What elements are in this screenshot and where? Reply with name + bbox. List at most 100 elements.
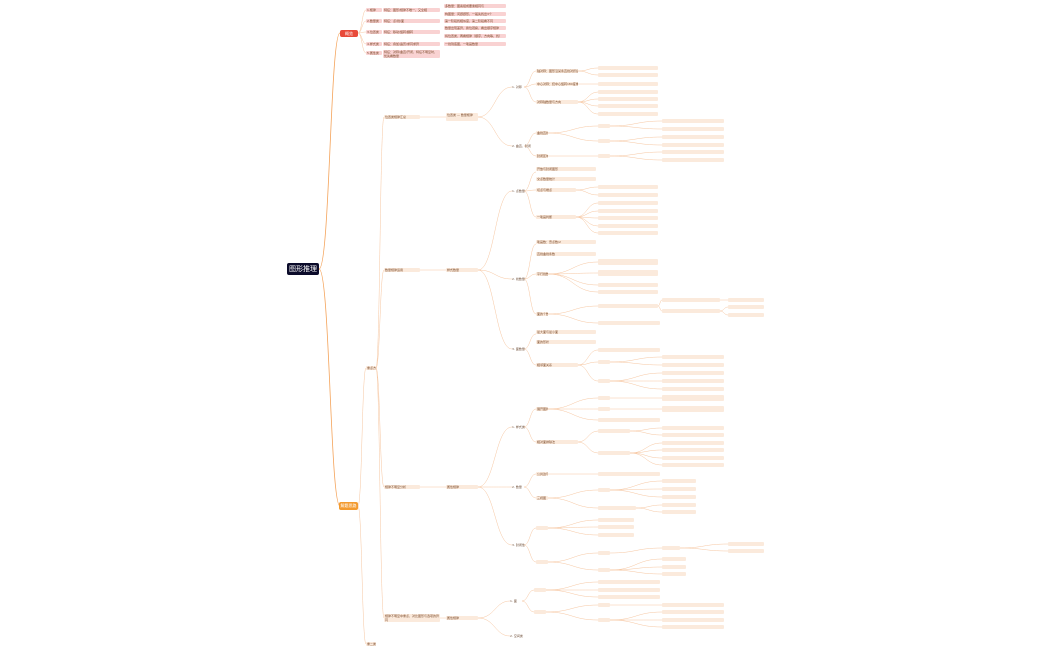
section-node[interactable]: 位置类规律汇总 bbox=[384, 115, 420, 119]
level2-label[interactable]: 3. 封闭性 bbox=[512, 543, 525, 547]
leaf-node-shape bbox=[598, 525, 634, 529]
leaf-node-shape bbox=[662, 406, 724, 412]
leaf-node-shape bbox=[728, 305, 764, 309]
level2-label[interactable]: 2. 空间类 bbox=[510, 634, 523, 638]
leaf-node-shape bbox=[662, 150, 724, 154]
section-node[interactable]: 重点方 bbox=[366, 366, 376, 370]
leaf-node-shape bbox=[598, 66, 658, 70]
leaf-node-shape bbox=[598, 139, 610, 143]
leaf-node-shape bbox=[598, 407, 610, 411]
leaf-node-shape bbox=[598, 618, 610, 622]
level2-label[interactable]: 2. 线数量 bbox=[512, 277, 525, 281]
leaf-node-shape bbox=[662, 363, 724, 367]
leaf-node-shape bbox=[598, 90, 658, 94]
leaf-node: 最大面与最小面 bbox=[536, 330, 596, 334]
leaf-node-shape bbox=[598, 73, 658, 77]
leaf-node-shape bbox=[598, 429, 630, 433]
leaf-node-shape bbox=[598, 290, 658, 294]
leaf-node-shape bbox=[662, 426, 724, 430]
leaf-node-shape bbox=[598, 154, 610, 158]
leaf-node-shape bbox=[534, 610, 546, 614]
leaf-node: 一笔画判断 bbox=[536, 215, 576, 219]
leaf-node-shape bbox=[662, 487, 696, 491]
solving-approach-node[interactable]: 解题思路 bbox=[339, 502, 358, 510]
leaf-node: 笔画数：奇点数/2 bbox=[536, 240, 596, 244]
level2-label[interactable]: 1. 样式类 bbox=[512, 425, 525, 429]
leaf-node-shape bbox=[662, 433, 724, 437]
leaf-node-shape bbox=[662, 625, 724, 629]
overview-row-desc: 特征：点/线/面 bbox=[383, 19, 440, 23]
leaf-node: 平行线数量 bbox=[536, 272, 548, 276]
leaf-node-shape bbox=[598, 533, 634, 537]
level2-label[interactable]: 1. 点数量 bbox=[512, 189, 525, 193]
level2-label[interactable]: 2. 曲直、封闭 bbox=[512, 144, 531, 148]
leaf-node-shape bbox=[598, 472, 660, 476]
leaf-node-shape bbox=[598, 588, 660, 592]
leaf-node-shape bbox=[536, 526, 548, 530]
leaf-node: 开放与封闭图形 bbox=[536, 167, 596, 171]
section-sub-node[interactable]: 属性规律 bbox=[446, 616, 478, 620]
section-sub-node[interactable]: 样式数量 bbox=[446, 268, 478, 272]
leaf-node-shape bbox=[534, 588, 546, 592]
leaf-node-shape bbox=[598, 360, 610, 364]
leaf-node: 中心对称：绕中心旋转180度重合 bbox=[536, 82, 578, 86]
leaf-node: 切点与端点 bbox=[536, 188, 576, 192]
section-node[interactable]: 数量规律运用 bbox=[384, 268, 420, 272]
section-sub-node[interactable]: 属性规律 bbox=[446, 485, 478, 489]
section-sub-node[interactable]: 位置类 — 数量规律 bbox=[446, 113, 478, 121]
leaf-node-shape bbox=[662, 379, 724, 383]
section-node[interactable]: 规律不明显中重点，对比图形与选项的异同 bbox=[384, 614, 440, 622]
leaf-node-shape bbox=[662, 441, 724, 445]
leaf-node-shape bbox=[598, 379, 610, 383]
leaf-node-shape bbox=[598, 193, 658, 197]
leaf-node-shape bbox=[598, 418, 660, 422]
overview-row-note: 数量出现差异，换位观察，看出顺序规律 bbox=[444, 26, 506, 30]
leaf-node-shape bbox=[598, 451, 630, 455]
leaf-node-shape bbox=[598, 209, 658, 213]
overview-row-desc: 特征：对称/曲直/开闭，特征不明显时，优先看数量 bbox=[383, 50, 440, 58]
leaf-node-shape bbox=[598, 224, 658, 228]
leaf-node: 公共边与公共点 bbox=[536, 472, 548, 476]
overview-row-label[interactable]: 2.数量类 bbox=[366, 19, 382, 23]
leaf-node-shape bbox=[598, 506, 636, 510]
leaf-node: 三视图 bbox=[536, 496, 548, 500]
footer-node[interactable]: 重二类 bbox=[366, 642, 376, 646]
leaf-node-shape bbox=[536, 560, 548, 564]
leaf-node-shape bbox=[728, 549, 764, 553]
level2-label[interactable]: 2. 数量 bbox=[512, 485, 522, 489]
leaf-node-shape bbox=[662, 510, 696, 514]
overview-node[interactable]: 概览 bbox=[340, 30, 358, 37]
leaf-node: 交点数量统计 bbox=[536, 177, 596, 181]
leaf-node-shape bbox=[662, 557, 686, 561]
leaf-node-shape bbox=[598, 231, 658, 235]
leaf-node: 封闭区域数量 bbox=[536, 154, 548, 158]
leaf-node-shape bbox=[662, 565, 686, 569]
overview-row-desc: 特征：图形/规律不唯一，又全相 bbox=[383, 8, 440, 12]
level2-label[interactable]: 1. 面 bbox=[510, 599, 517, 603]
overview-row-label[interactable]: 4.样式类 bbox=[366, 42, 382, 46]
level2-label[interactable]: 3. 面数量 bbox=[512, 347, 525, 351]
leaf-node-shape bbox=[662, 158, 724, 162]
leaf-node-shape bbox=[598, 488, 610, 492]
leaf-node-shape bbox=[598, 259, 658, 265]
leaf-node: 相对面排除法 bbox=[536, 440, 578, 444]
overview-row-label[interactable]: 5.属性类 bbox=[366, 51, 382, 55]
leaf-node-shape bbox=[598, 348, 660, 352]
leaf-node-shape bbox=[598, 97, 658, 101]
section-node[interactable]: 规律不明显分析 bbox=[384, 485, 420, 489]
leaf-node-shape bbox=[662, 127, 724, 131]
leaf-node-shape bbox=[662, 463, 724, 467]
overview-row-label[interactable]: 3.位置类 bbox=[366, 30, 382, 34]
root-node[interactable]: 图形推理 bbox=[287, 263, 319, 275]
overview-row-note: 多数量：图案组成要素相同与 bbox=[444, 4, 506, 8]
leaf-node-shape bbox=[598, 104, 658, 108]
overview-row-note: 第一阶段找相似度，第二阶段看不同 bbox=[444, 19, 506, 23]
leaf-node-shape bbox=[598, 124, 610, 128]
leaf-node-shape bbox=[662, 143, 724, 147]
overview-row-label[interactable]: 1.规律 bbox=[366, 8, 382, 12]
leaf-node-shape bbox=[662, 546, 680, 550]
overview-row-desc: 特征：移动/旋转/翻转 bbox=[383, 30, 440, 34]
leaf-node-shape bbox=[598, 216, 658, 220]
leaf-node-shape bbox=[662, 610, 724, 614]
level2-label[interactable]: 1. 对称 bbox=[512, 85, 522, 89]
